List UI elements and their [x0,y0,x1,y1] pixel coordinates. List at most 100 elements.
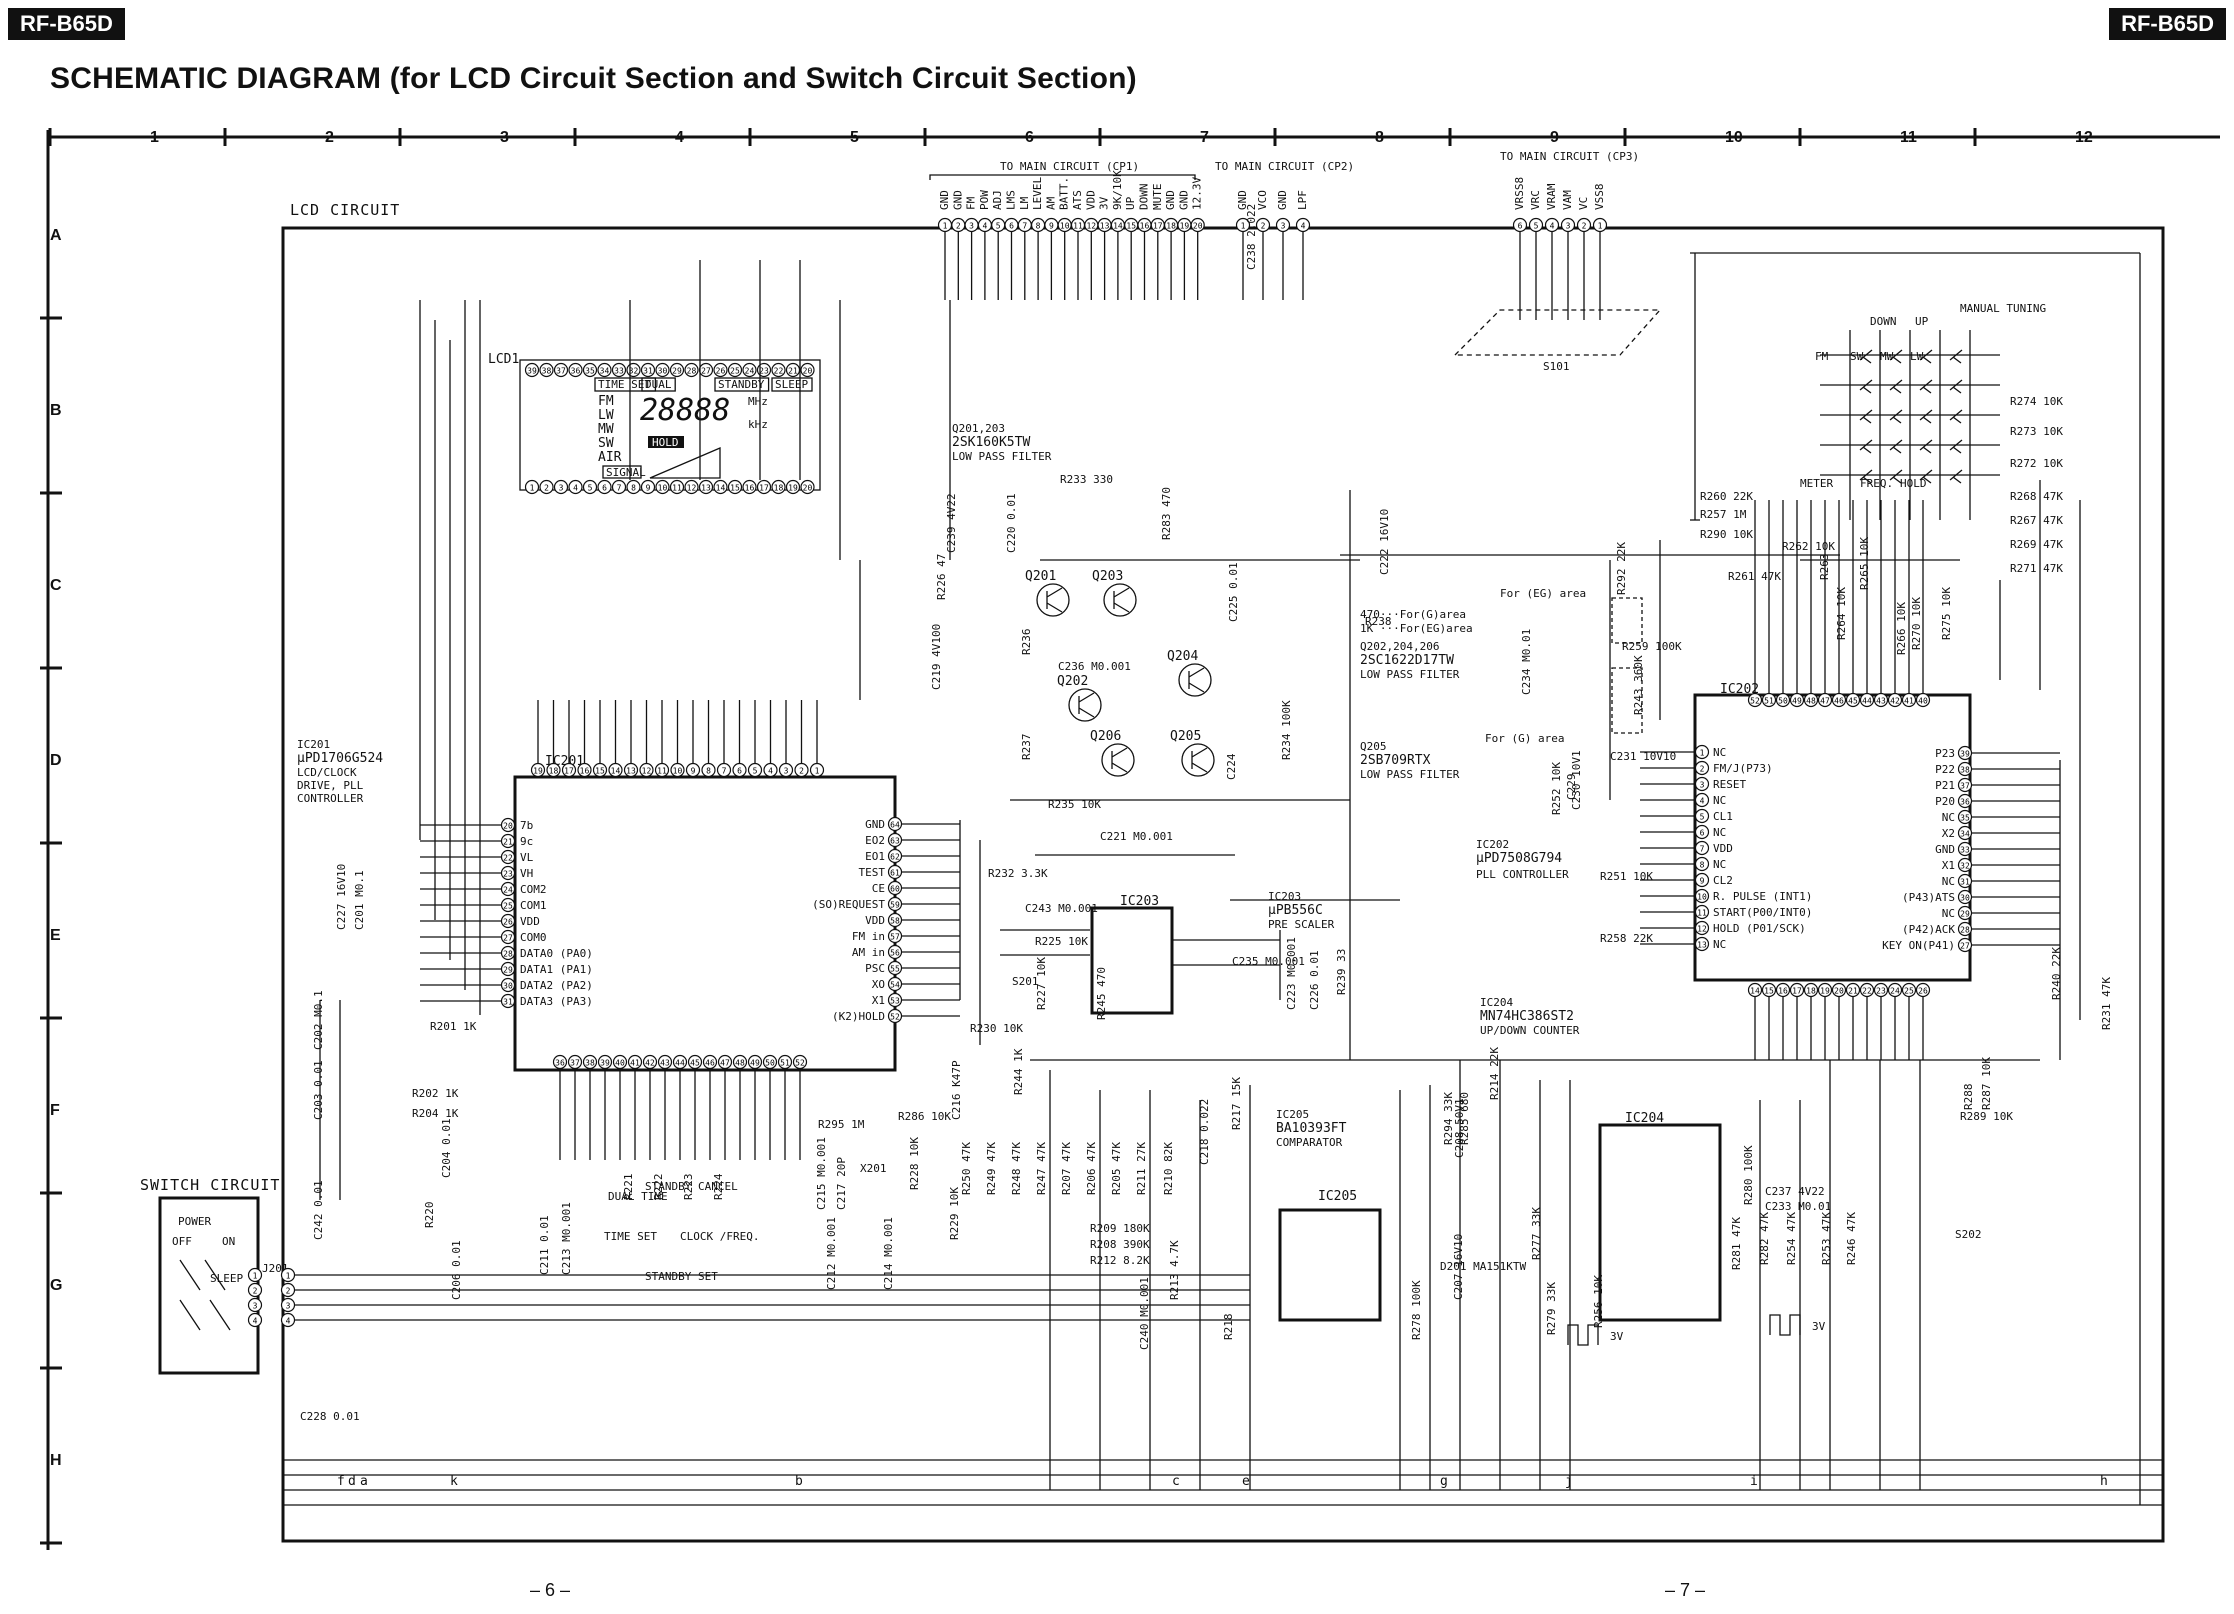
row-label: B [50,402,62,419]
cp1-pin-num: 9 [1049,222,1054,231]
ic201-top-pin-num: 18 [549,767,559,776]
lcd1-top-pin [597,362,612,378]
ic201-left-pin-name: DATA1 (PA1) [520,963,593,976]
lcd1-bottom-pin [785,479,801,495]
ic202-right-pin-num: 29 [1960,910,1970,919]
ic201-top-pin-num: 9 [691,767,696,776]
cp3-pin-name: VSS8 [1593,184,1606,211]
ic202-top-pin-num: 51 [1764,697,1774,706]
ic202-right-pin [1957,857,1973,873]
ic201-top-pin-num: 17 [564,767,574,776]
capacitor-label: C226 0.01 [1308,950,1321,1010]
j201-pin-left-num: 4 [253,1317,258,1326]
ic201-left-pin-num: 28 [503,950,513,959]
ic201-right-pin-num: 60 [890,885,900,894]
resistor-label: R207 47K [1060,1142,1073,1195]
lcd1-bottom-pin-num: 7 [617,484,622,493]
resistor-label: R234 100K [1280,700,1293,760]
ic202-bottom-pin-num: 16 [1778,987,1788,996]
ic202-right-pin [1957,905,1973,921]
lcd1-unit-khz: kHz [748,418,768,431]
cp1-pin-name: DOWN [1138,184,1151,211]
resistor-label: R248 47K [1010,1142,1023,1195]
ic201-bottom-pin-num: 45 [690,1059,700,1068]
j201-pin-right-num: 2 [286,1287,291,1296]
ic202-left-pin-num: 5 [1700,813,1705,822]
transistor-label: Q201 [1025,569,1056,584]
resistor-label: R263 [1818,554,1831,581]
key-label: METER [1800,477,1833,490]
transistor-label: Q206 [1090,729,1121,744]
cp2-pin-num: 2 [1261,222,1266,231]
ic201-top-pin [530,762,546,778]
ic201-left-pin-num: 31 [503,998,513,1007]
ic201-top-pin-num: 8 [706,767,711,776]
lcd1-bottom-pin-num: 12 [687,484,697,493]
s202-label: S202 [1955,1228,1982,1241]
capacitor-label: C233 M0.01 [1765,1200,1831,1213]
ic202-left-pin-name: RESET [1713,778,1746,791]
resistor-label: R212 8.2K [1090,1254,1150,1267]
cp2-pin [1295,217,1311,233]
cp1-pin-num: 3 [969,222,974,231]
lcd1-bottom-pin [582,479,598,495]
ic202-bottom-pin [1901,982,1917,998]
ic201-left-pin-num: 26 [503,918,513,927]
resistor-label: R238 [1365,615,1392,628]
transistor-symbol [1103,583,1137,617]
g-area-note: For (G) area [1485,732,1564,745]
resistor-label: R278 100K [1410,1280,1423,1340]
cp2-pin-num: 3 [1281,222,1286,231]
lcd1-bottom-pin-num: 1 [530,484,535,493]
cp1-pin-num: 19 [1180,222,1190,231]
lcd1-bottom-pin [756,479,772,495]
cp1-pin-num: 6 [1009,222,1014,231]
resistor-label: R275 10K [1940,587,1953,640]
ic201-right-pin-name: TEST [859,866,886,879]
ic201-left-pin-name: VDD [520,915,540,928]
ic202-right-pin-num: 30 [1960,894,1970,903]
q205-part: 2SB709RTX [1360,753,1431,768]
capacitor-label: C239 4V22 [945,493,958,553]
cp2-pin [1275,217,1291,233]
transistor-leads [1191,747,1208,773]
lcd1-signal-bars [649,447,721,479]
ic201-top-pin [561,762,577,778]
resistor-label: R204 1K [412,1107,459,1120]
ic201-left-pin [500,849,516,865]
capacitor-label: C203 0.01 [312,1060,325,1120]
ic202-left-pin [1694,760,1710,776]
key-switch [1949,439,1963,454]
page-title: SCHEMATIC DIAGRAM (for LCD Circuit Secti… [50,62,1137,95]
ic205-desc: COMPARATOR [1276,1136,1343,1149]
cp3-pin-num: 2 [1582,222,1587,231]
ic201-top-pin-num: 14 [611,767,621,776]
capacitor-label: C237 4V22 [1765,1185,1825,1198]
ic201-left-pin-num: 29 [503,966,513,975]
lcd1-band: SW [598,436,614,451]
ic201-left-pin-name: COM1 [520,899,547,912]
q205-refs: Q205 [1360,740,1387,753]
ic201-right-pin-num: 57 [890,933,900,942]
wiring [283,252,2163,1506]
ic202-bottom-pin [1887,982,1903,998]
lcd1-top-pin [568,362,583,378]
ic201-right-pin [887,960,903,976]
ic202-bottom-pin [1789,982,1805,998]
ic201-right-pin [887,1008,903,1024]
resistor-label: R286 10K [898,1110,951,1123]
down-label: DOWN [1870,315,1897,328]
capacitor-label: C221 M0.001 [1100,830,1173,843]
lcd1-top-pin-num: 21 [788,367,798,376]
ic202-bottom-pin-num: 26 [1918,987,1928,996]
cp1-pin-name: UP [1124,196,1137,210]
lcd1-top-pin-num: 22 [774,367,784,376]
key-label: HOLD [1900,477,1927,490]
